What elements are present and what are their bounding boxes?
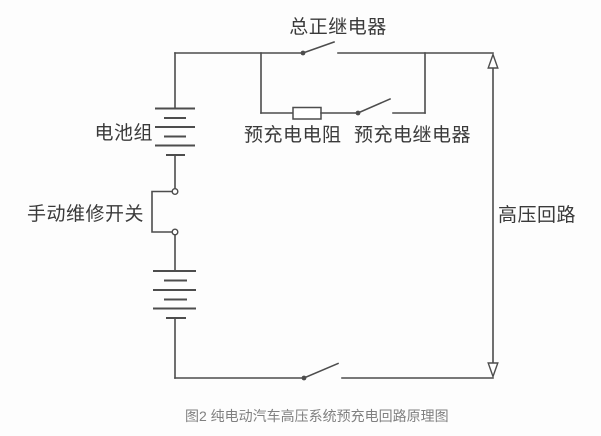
label-high-voltage-loop: 高压回路 — [498, 204, 576, 226]
switch-blade — [302, 362, 340, 380]
figure-caption: 图2 纯电动汽车高压系统预充电回路原理图 — [185, 408, 449, 424]
precharge-resistor-icon — [292, 106, 322, 120]
label-precharge-relay: 预充电继电器 — [354, 124, 471, 146]
arrow-down-icon — [487, 362, 499, 379]
msd-terminal-node — [171, 187, 179, 195]
msd-terminal-node — [171, 228, 179, 236]
main-positive-relay-switch-icon — [300, 40, 336, 56]
manual-service-switch-icon — [151, 187, 179, 272]
label-battery-pack: 电池组 — [94, 122, 153, 144]
arrow-up-icon — [487, 52, 499, 69]
precharge-branch — [260, 52, 426, 120]
bottom-contactor-switch-icon — [301, 362, 340, 381]
label-main-positive-relay: 总正继电器 — [289, 16, 387, 38]
label-manual-service-switch: 手动维修开关 — [27, 203, 144, 225]
switch-blade — [356, 97, 392, 115]
label-precharge-resistor: 预充电电阻 — [244, 124, 342, 146]
battery-pack-lower-icon — [153, 270, 196, 379]
high-voltage-loop-double-arrow — [487, 52, 499, 379]
battery-pack-upper-icon — [155, 52, 195, 190]
switch-blade — [301, 40, 336, 55]
msd-jumper-loop — [151, 190, 173, 233]
precharge-relay-switch-icon — [355, 97, 392, 116]
